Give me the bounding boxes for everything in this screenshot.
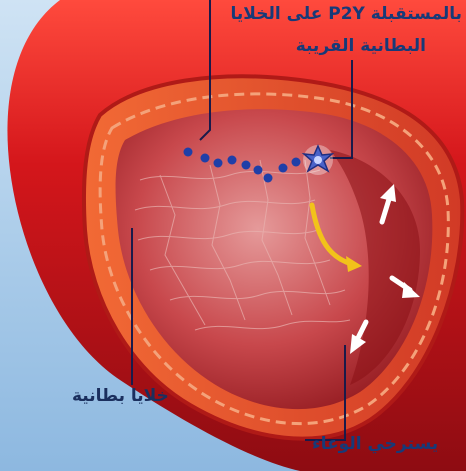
endothelial-cells-label: خلايا بطانية: [72, 386, 169, 406]
p2y-receptor-icon: [303, 145, 333, 175]
receptor-label-line-2: البطانية القريبة: [296, 36, 426, 56]
vessel-relaxes-label: يسترخي الوعاء: [312, 434, 438, 454]
receptor-label-line-1: بالمستقبلة P2Y على الخلايا: [231, 4, 462, 24]
